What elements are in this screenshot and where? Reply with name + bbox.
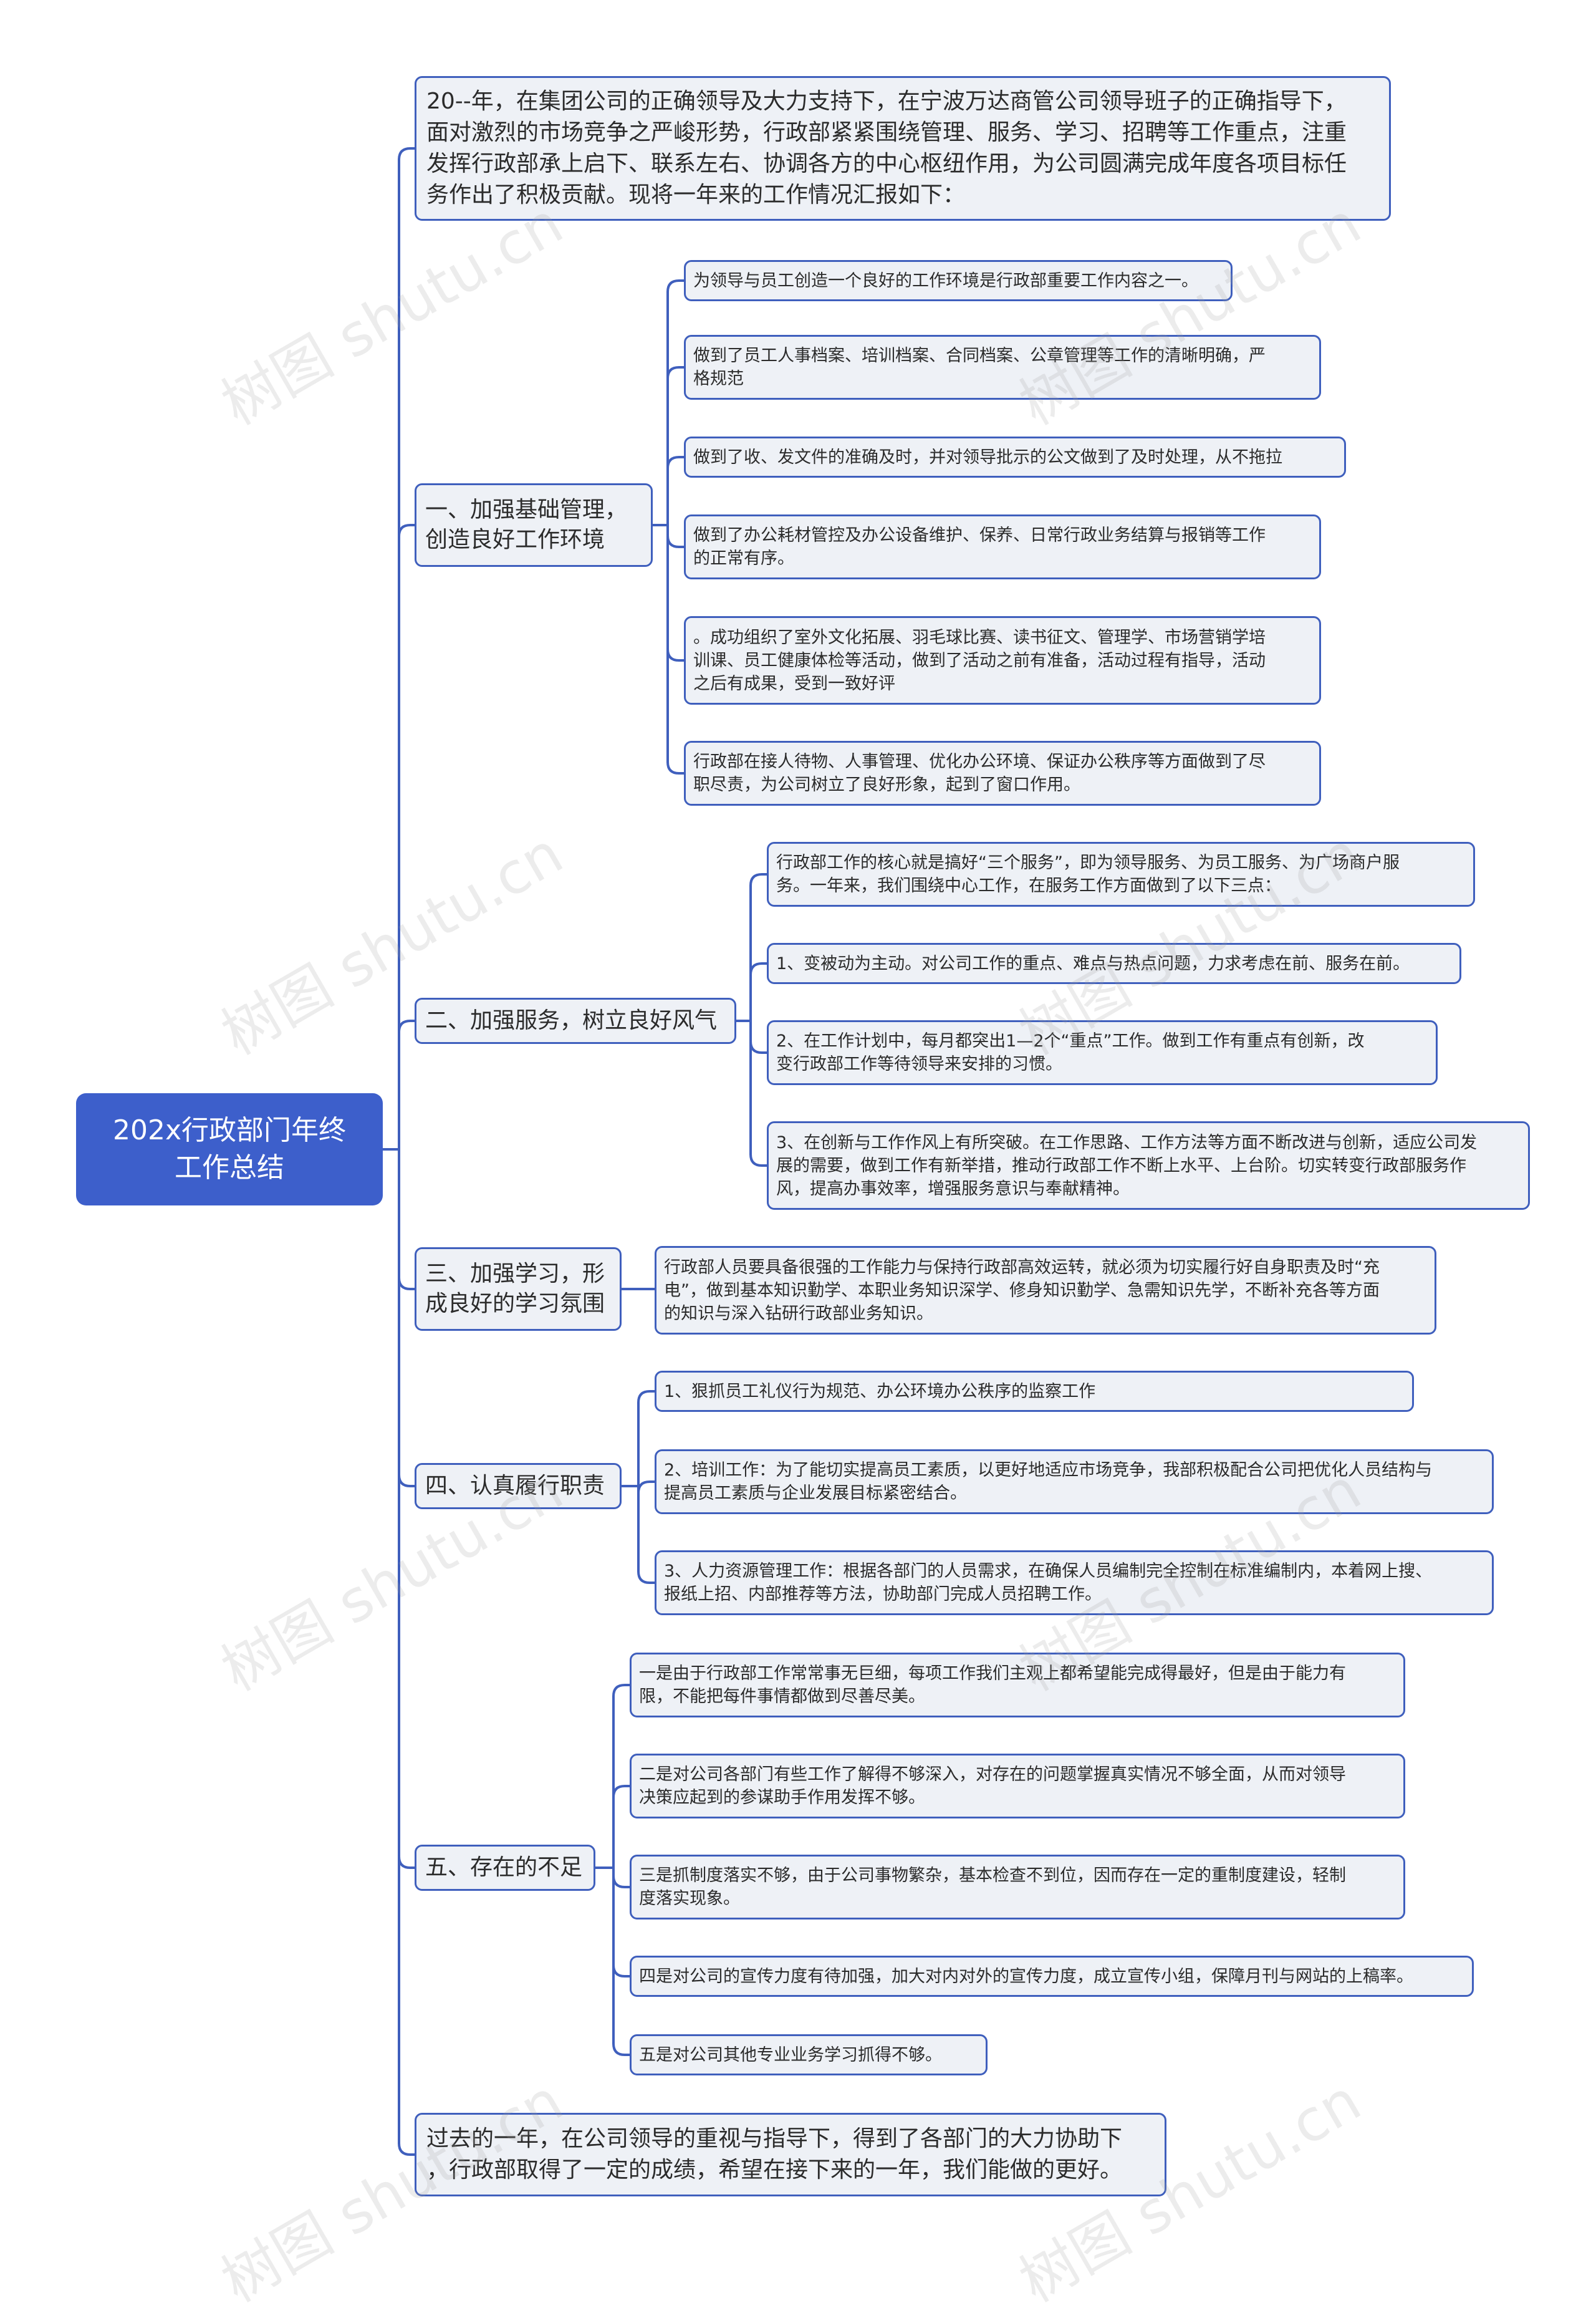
connector-lines	[382, 147, 768, 2156]
section-5-item-1[interactable]: 一是由于行政部工作常常事无巨细，每项工作我们主观上都希望能完成得最好，但是由于能…	[630, 1653, 1405, 1717]
section-1-link-6	[666, 761, 685, 775]
section-1-item-5[interactable]: 。成功组织了室外文化拓展、羽毛球比赛、读书征文、管理学、市场营销学培 训课、员工…	[684, 616, 1321, 705]
section-1-item-6[interactable]: 行政部在接人待物、人事管理、优化办公环境、保证办公秩序等方面做到了尽 职尽责，为…	[684, 741, 1321, 806]
root-link-1	[398, 147, 416, 161]
section-3-node[interactable]: 三、加强学习，形 成良好的学习氛围	[415, 1247, 622, 1331]
root-link-2	[398, 524, 416, 538]
mindmap-canvas: 202x行政部门年终 工作总结 20--年，在集团公司的正确领导及大力支持下，在…	[76, 76, 1530, 2315]
section-5-item-3[interactable]: 三是抓制度落实不够，由于公司事物繁杂，基本检查不到位，因而存在一定的重制度建设，…	[630, 1855, 1405, 1920]
root-link-7	[398, 2142, 416, 2156]
section-1-link-5	[666, 648, 685, 662]
section-2-link-4	[749, 1153, 768, 1167]
section-5-link-5	[612, 2042, 631, 2056]
section-1-item-3[interactable]: 做到了收、发文件的准确及时，并对领导批示的公文做到了及时处理，从不拖拉	[684, 437, 1346, 478]
root-node[interactable]: 202x行政部门年终 工作总结	[76, 1093, 383, 1205]
root-link-4	[398, 1277, 416, 1290]
section-5-link-2	[612, 1785, 631, 1799]
intro-node[interactable]: 20--年，在集团公司的正确领导及大力支持下，在宁波万达商管公司领导班子的正确指…	[415, 76, 1391, 221]
section-5-link-1	[612, 1684, 631, 1697]
section-2-item-2[interactable]: 1、变被动为主动。对公司工作的重点、难点与热点问题，力求考虑在前、服务在前。	[767, 943, 1461, 984]
section-1-item-1[interactable]: 为领导与员工创造一个良好的工作环境是行政部重要工作内容之一。	[684, 260, 1233, 301]
section-5-item-5[interactable]: 五是对公司其他专业业务学习抓得不够。	[630, 2034, 988, 2075]
section-1-item-4[interactable]: 做到了办公耗材管控及办公设备维护、保养、日常行政业务结算与报销等工作 的正常有序…	[684, 514, 1321, 579]
section-2-item-4[interactable]: 3、在创新与工作作风上有所突破。在工作思路、工作方法等方面不断改进与创新，适应公…	[767, 1121, 1530, 1210]
section-5-item-4[interactable]: 四是对公司的宣传力度有待加强，加大对内对外的宣传力度，成立宣传小组，保障月刊与网…	[630, 1956, 1474, 1997]
root-link-3	[398, 1020, 416, 1033]
section-1-item-2[interactable]: 做到了员工人事档案、培训档案、合同档案、公章管理等工作的清晰明确，严 格规范	[684, 335, 1321, 400]
section-2-item-3[interactable]: 2、在工作计划中，每月都突出1—2个“重点”工作。做到工作有重点有创新，改 变行…	[767, 1020, 1438, 1085]
section-4-node[interactable]: 四、认真履行职责	[415, 1463, 622, 1509]
section-5-node[interactable]: 五、存在的不足	[415, 1845, 595, 1891]
root-link-6	[398, 1855, 416, 1869]
section-3-item-1[interactable]: 行政部人员要具备很强的工作能力与保持行政部高效运转，就必须为切实履行好自身职责及…	[655, 1246, 1436, 1335]
section-4-link-3	[637, 1570, 656, 1584]
section-5-link-4	[612, 1964, 631, 1978]
section-2-node[interactable]: 二、加强服务，树立良好风气	[415, 998, 736, 1044]
section-5-item-2[interactable]: 二是对公司各部门有些工作了解得不够深入，对存在的问题掌握真实情况不够全面，从而对…	[630, 1754, 1405, 1818]
conclusion-node[interactable]: 过去的一年，在公司领导的重视与指导下，得到了各部门的大力协助下 ，行政部取得了一…	[415, 2113, 1166, 2196]
section-4-item-2[interactable]: 2、培训工作：为了能切实提高员工素质，以更好地适应市场竞争，我部积极配合公司把优…	[655, 1449, 1494, 1514]
section-4-link-2	[637, 1480, 656, 1494]
section-2-link-1	[749, 873, 768, 887]
section-5-link-3	[612, 1875, 631, 1888]
section-4-item-3[interactable]: 3、人力资源管理工作：根据各部门的人员需求，在确保人员编制完全控制在标准编制内，…	[655, 1550, 1494, 1615]
root-link-5	[398, 1474, 416, 1487]
section-1-link-3	[666, 456, 685, 470]
section-2-link-3	[749, 1040, 768, 1054]
section-1-link-1	[666, 279, 685, 293]
section-4-link-1	[637, 1390, 656, 1404]
section-2-item-1[interactable]: 行政部工作的核心就是搞好“三个服务”，即为领导服务、为员工服务、为广场商户服 务…	[767, 842, 1475, 907]
section-1-node[interactable]: 一、加强基础管理， 创造良好工作环境	[415, 483, 653, 567]
section-2-link-2	[749, 962, 768, 976]
section-1-link-4	[666, 534, 685, 548]
section-4-item-1[interactable]: 1、狠抓员工礼仪行为规范、办公环境办公秩序的监察工作	[655, 1371, 1414, 1412]
section-1-link-2	[666, 366, 685, 380]
